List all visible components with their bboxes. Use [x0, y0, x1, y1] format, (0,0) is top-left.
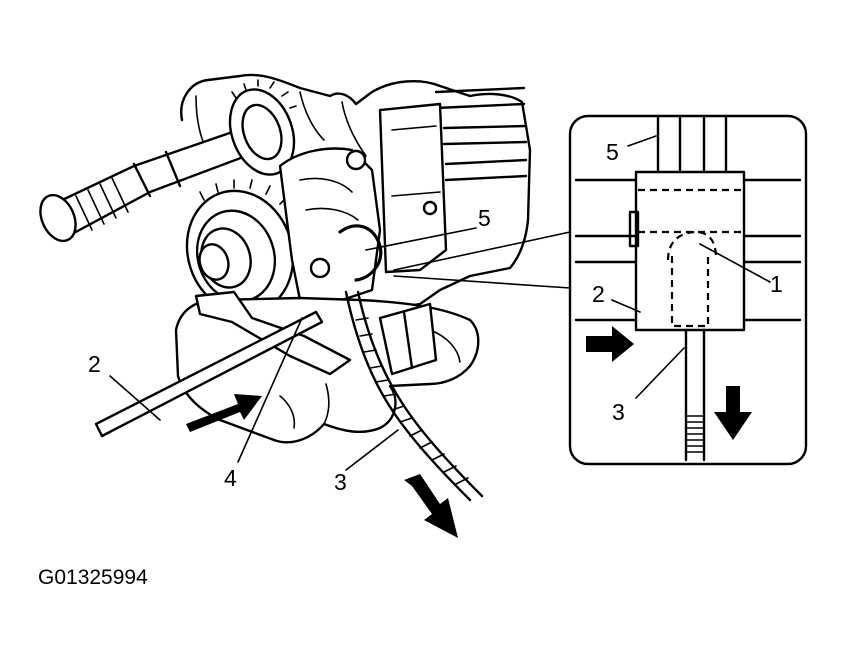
leader-inset-5 [627, 135, 657, 147]
arrow-push-direction [186, 394, 262, 432]
selector-detail-1 [299, 177, 353, 193]
upper-gear-teeth [231, 79, 297, 109]
magnification-lines [393, 231, 571, 289]
leader-main-2 [109, 375, 161, 421]
front-gear-nut [198, 243, 230, 281]
shaft-collar [132, 162, 152, 198]
inset-arrow-down [714, 386, 752, 440]
selector-detail-2 [305, 207, 359, 221]
leader-main-4 [237, 317, 303, 463]
leader-main-3 [345, 429, 399, 471]
inset-arrow-right [586, 326, 634, 362]
arrow-pull-direction [404, 474, 458, 538]
callout-inset-1: 1 [770, 271, 783, 297]
upper-gear-hub [241, 103, 283, 161]
rod-mid-1 [442, 124, 528, 130]
hand-finger-2 [279, 395, 296, 429]
zoom-line-lower [393, 275, 571, 289]
rod-upper-1 [434, 86, 526, 94]
selector-bolt [309, 257, 331, 279]
callout-inset-5: 5 [606, 139, 619, 165]
transmission-assembly-illustration [39, 73, 532, 538]
leader-inset-3 [635, 347, 685, 399]
shaft-collar-2 [164, 150, 182, 188]
callout-main-2: 2 [88, 351, 101, 377]
callout-main-3: 3 [334, 469, 347, 495]
selector-pin [345, 149, 367, 171]
spline-line-3 [99, 183, 117, 219]
callout-inset-3: 3 [612, 399, 625, 425]
leader-main-5 [365, 227, 477, 251]
inset-stub-right [702, 116, 728, 172]
valve-body-block [378, 102, 448, 274]
snap-ring [338, 224, 383, 282]
valve-body-line-2 [391, 191, 441, 197]
front-gear-teeth [199, 179, 297, 219]
rod-mid-2 [442, 140, 528, 146]
callout-main-4: 4 [224, 465, 237, 491]
inset-tool-slot [670, 256, 710, 328]
figure-reference-code: G01325994 [38, 566, 148, 589]
pry-bar [94, 310, 324, 438]
case-rib-2 [299, 91, 325, 141]
spline-line-4 [111, 177, 129, 213]
inset-tool-hatching [685, 415, 705, 453]
hand-finger-1 [323, 383, 330, 425]
inset-block [634, 170, 746, 332]
tool-cord-hatching [355, 317, 469, 485]
case-rib-3 [341, 101, 367, 157]
detail-inset [568, 114, 808, 466]
leader-inset-2 [611, 299, 641, 313]
case-housing-outline [180, 73, 532, 312]
input-shaft-spline-end [39, 193, 77, 243]
rod-low-1 [444, 158, 528, 166]
spline-line-2 [87, 189, 105, 225]
callout-main-5: 5 [478, 205, 491, 231]
spline-line-1 [75, 195, 93, 231]
rod-low-2 [444, 174, 528, 182]
zoom-line-upper [393, 231, 571, 271]
valve-body-bolt [422, 200, 438, 216]
main-leader-lines [109, 227, 477, 471]
inset-stub-left [656, 116, 682, 172]
rod-upper-2 [434, 102, 526, 110]
inset-notch [628, 210, 640, 248]
holding-block-edge [402, 310, 414, 370]
inset-ring-outline [666, 230, 718, 261]
leader-inset-1 [699, 243, 771, 283]
valve-body-line-1 [391, 125, 437, 131]
callout-inset-2: 2 [592, 281, 605, 307]
